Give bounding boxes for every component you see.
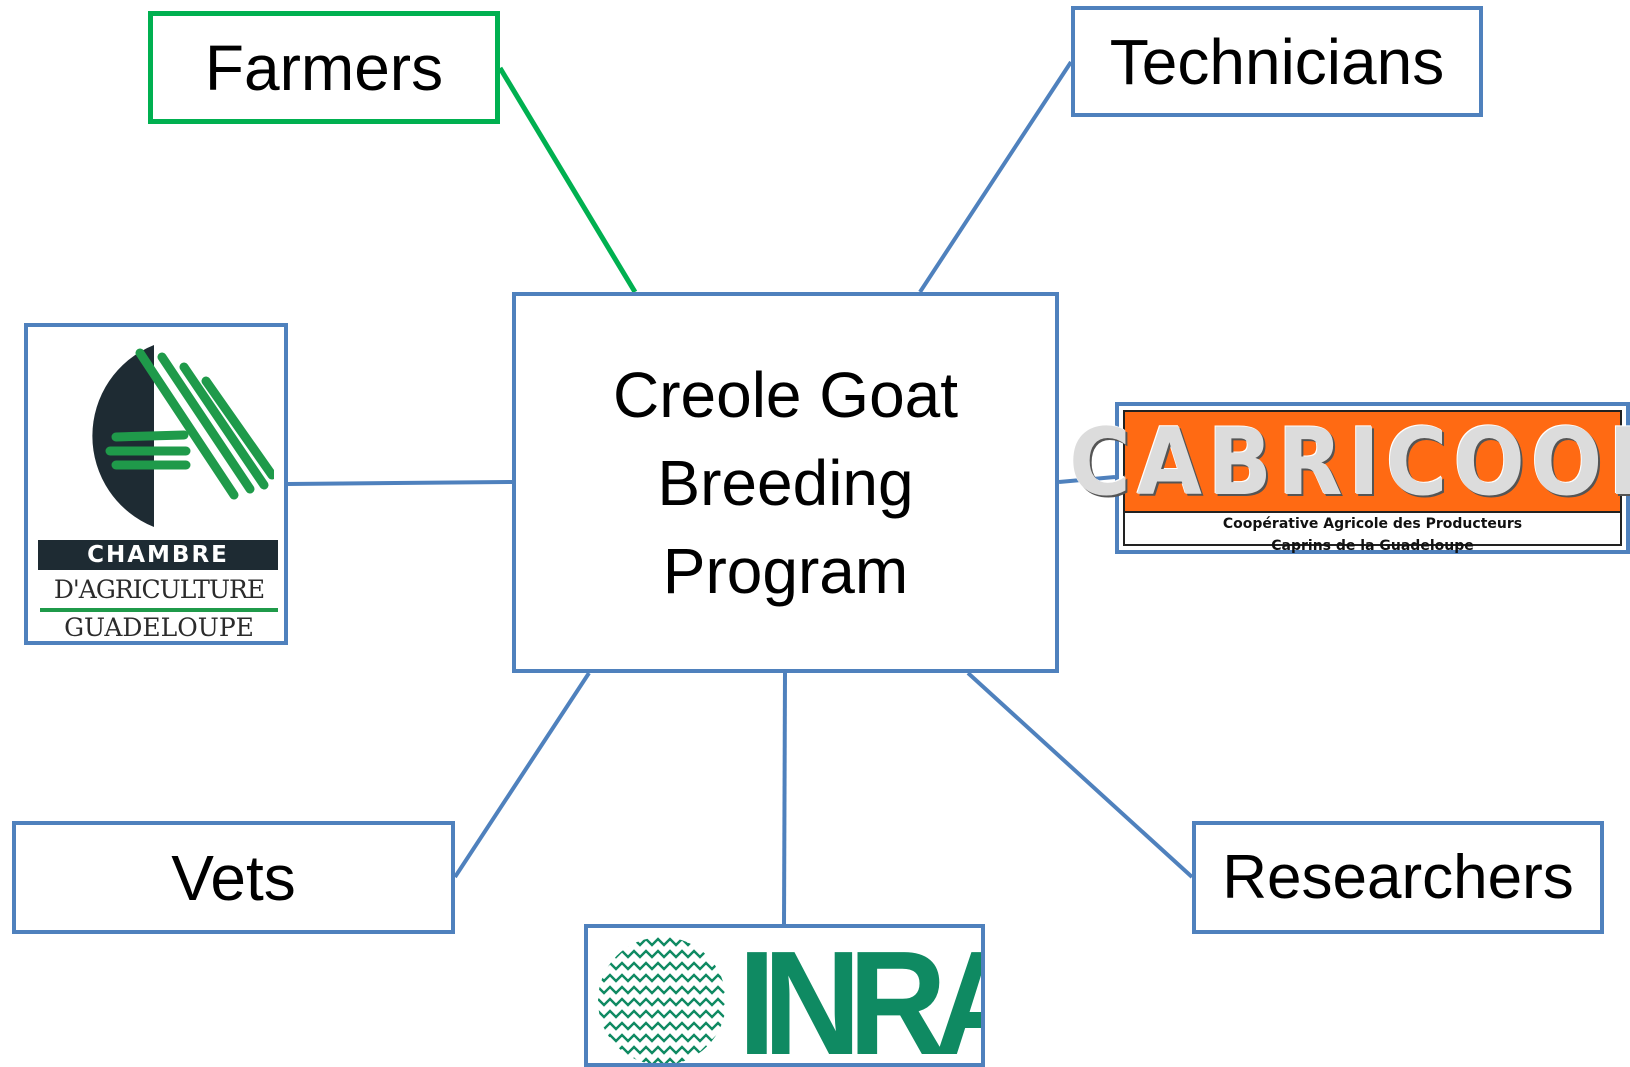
technicians-label: Technicians — [1109, 25, 1445, 98]
chambre-line-3: GUADELOUPE — [64, 613, 254, 642]
link-researchers — [966, 671, 1194, 879]
center-line-2: Breeding — [657, 446, 914, 519]
cabricoop-name: CABRICOOP — [1069, 407, 1630, 516]
cabricoop-subtitle-1: Coopérative Agricole des Producteurs — [1222, 516, 1523, 532]
researchers-node: Researchers — [1192, 821, 1604, 934]
chambre-agriculture-logo: CHAMBRE D'AGRICULTURE GUADELOUPE — [24, 323, 288, 645]
center-line-1: Creole Goat — [612, 358, 959, 431]
link-cabricoop — [1058, 475, 1116, 484]
inra-name: INRA — [738, 924, 981, 1067]
technicians-node: Technicians — [1071, 6, 1483, 117]
link-vets — [453, 671, 591, 879]
inra-globe-icon — [598, 937, 725, 1063]
chambre-emblem-icon — [92, 345, 274, 527]
chambre-rule — [40, 608, 278, 612]
cabricoop-logo: CABRICOOP Coopérative Agricole des Produ… — [1069, 402, 1630, 554]
link-technicians — [918, 60, 1073, 294]
link-farmers — [497, 66, 638, 294]
chambre-line-1: CHAMBRE — [38, 540, 278, 570]
cabricoop-band: CABRICOOP — [1069, 408, 1630, 516]
farmers-node: Farmers — [148, 11, 500, 124]
center-program-box: Creole Goat Breeding Program — [512, 292, 1059, 673]
inra-logo: INRA — [584, 924, 985, 1067]
link-chambre — [287, 480, 513, 486]
researchers-label: Researchers — [1222, 842, 1574, 912]
link-inra — [782, 672, 787, 925]
vets-label: Vets — [171, 841, 296, 914]
vets-node: Vets — [12, 821, 455, 934]
farmers-label: Farmers — [204, 31, 444, 104]
cabricoop-frame: CABRICOOP Coopérative Agricole des Produ… — [1069, 408, 1630, 554]
cabricoop-subtitle-2: Caprins de la Guadeloupe — [1271, 538, 1474, 554]
chambre-line-2: D'AGRICULTURE — [53, 575, 265, 604]
center-line-3: Program — [662, 534, 909, 607]
